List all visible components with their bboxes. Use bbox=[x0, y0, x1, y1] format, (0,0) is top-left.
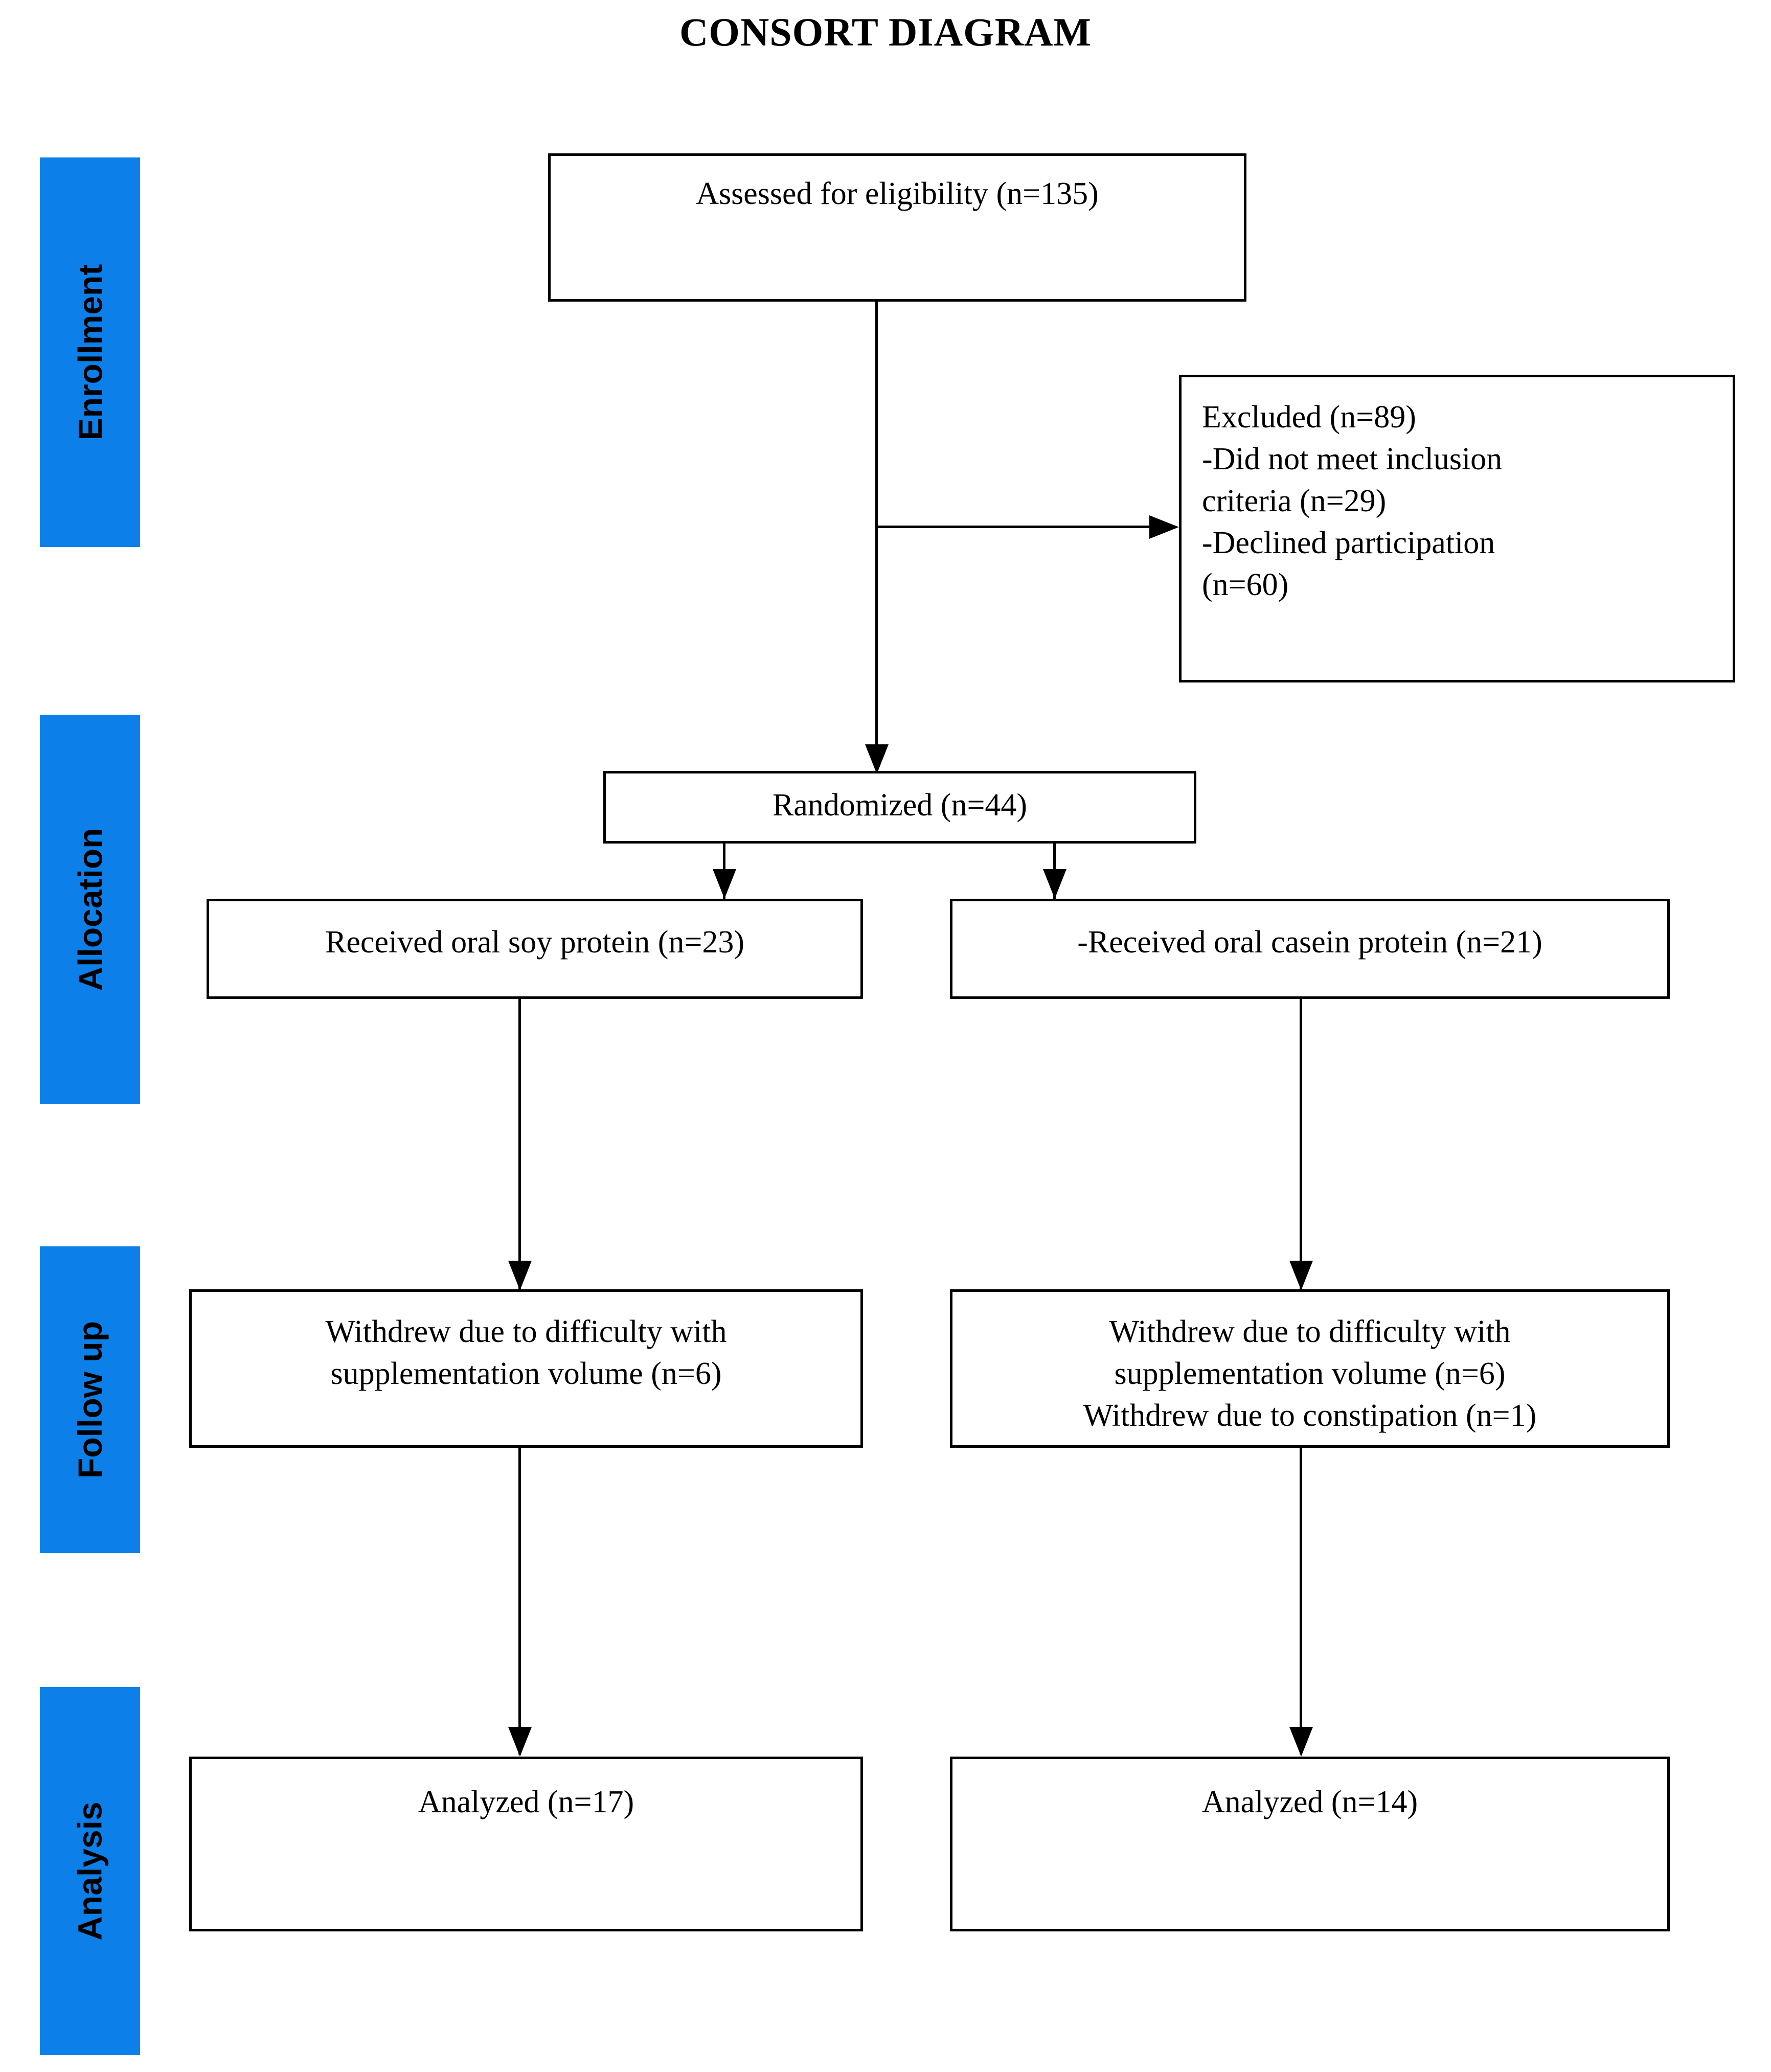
box-allocation-casein-line-1: -Received oral casein protein (n=21) bbox=[1077, 925, 1542, 960]
box-analysis-casein: Analyzed (n=14) bbox=[950, 1757, 1670, 1931]
box-excluded-line-2: -Did not meet inclusion bbox=[1202, 442, 1503, 476]
stage-label-followup: Follow up bbox=[71, 1321, 109, 1478]
stage-label-analysis: Analysis bbox=[71, 1802, 109, 1941]
connector-followup-soy-to-analysis bbox=[518, 1448, 521, 1755]
arrow-randomized-to-soy bbox=[713, 869, 736, 899]
connector-followup-casein-to-analysis bbox=[1300, 1448, 1302, 1755]
stage-bar-followup: Follow up bbox=[40, 1246, 140, 1553]
box-followup-soy-line-1: Withdrew due to difficulty with bbox=[325, 1314, 727, 1349]
arrow-followup-casein-to-analysis bbox=[1289, 1727, 1313, 1757]
box-followup-casein: Withdrew due to difficulty with suppleme… bbox=[950, 1289, 1670, 1448]
page-title: CONSORT DIAGRAM bbox=[679, 10, 1092, 54]
connector-eligibility-trunk bbox=[875, 302, 878, 745]
box-excluded-line-4: -Declined participation bbox=[1202, 526, 1495, 560]
box-excluded-line-1: Excluded (n=89) bbox=[1202, 400, 1416, 435]
box-excluded-line-3: criteria (n=29) bbox=[1202, 484, 1387, 518]
box-followup-casein-line-1: Withdrew due to difficulty with bbox=[1109, 1314, 1511, 1349]
connector-soy-to-followup bbox=[518, 999, 521, 1289]
box-followup-casein-line-3: Withdrew due to constipation (n=1) bbox=[1083, 1398, 1537, 1433]
box-assessed-for-eligibility: Assessed for eligibility (n=135) bbox=[548, 153, 1246, 302]
arrow-eligibility-to-randomized bbox=[865, 744, 889, 774]
box-assessed-for-eligibility-line-1: Assessed for eligibility (n=135) bbox=[696, 176, 1099, 211]
connector-eligibility-to-excluded bbox=[875, 526, 1150, 528]
box-randomized-line-1: Randomized (n=44) bbox=[772, 788, 1028, 823]
box-allocation-soy-line-1: Received oral soy protein (n=23) bbox=[325, 925, 745, 960]
arrow-randomized-to-casein bbox=[1043, 869, 1066, 899]
box-excluded: Excluded (n=89) -Did not meet inclusion … bbox=[1179, 375, 1735, 682]
box-followup-soy: Withdrew due to difficulty with suppleme… bbox=[189, 1289, 863, 1448]
stage-bar-enrollment: Enrollment bbox=[40, 157, 140, 547]
arrow-followup-soy-to-analysis bbox=[508, 1727, 532, 1757]
box-allocation-casein: -Received oral casein protein (n=21) bbox=[950, 899, 1670, 999]
box-randomized: Randomized (n=44) bbox=[603, 771, 1196, 844]
connector-casein-to-followup bbox=[1300, 999, 1302, 1289]
box-followup-soy-line-2: supplementation volume (n=6) bbox=[330, 1356, 722, 1391]
stage-label-enrollment: Enrollment bbox=[71, 264, 109, 441]
box-followup-casein-line-2: supplementation volume (n=6) bbox=[1114, 1356, 1506, 1391]
arrow-eligibility-to-excluded bbox=[1149, 515, 1179, 539]
stage-label-allocation: Allocation bbox=[71, 828, 109, 991]
box-analysis-casein-line-1: Analyzed (n=14) bbox=[1201, 1785, 1418, 1819]
stage-bar-analysis: Analysis bbox=[40, 1687, 140, 2055]
box-excluded-line-5: (n=60) bbox=[1202, 567, 1289, 602]
box-allocation-soy: Received oral soy protein (n=23) bbox=[207, 899, 863, 999]
stage-bar-allocation: Allocation bbox=[40, 715, 140, 1104]
arrow-soy-to-followup bbox=[508, 1261, 532, 1290]
box-analysis-soy-line-1: Analyzed (n=17) bbox=[418, 1785, 634, 1819]
arrow-casein-to-followup bbox=[1289, 1261, 1313, 1290]
box-analysis-soy: Analyzed (n=17) bbox=[189, 1757, 863, 1931]
